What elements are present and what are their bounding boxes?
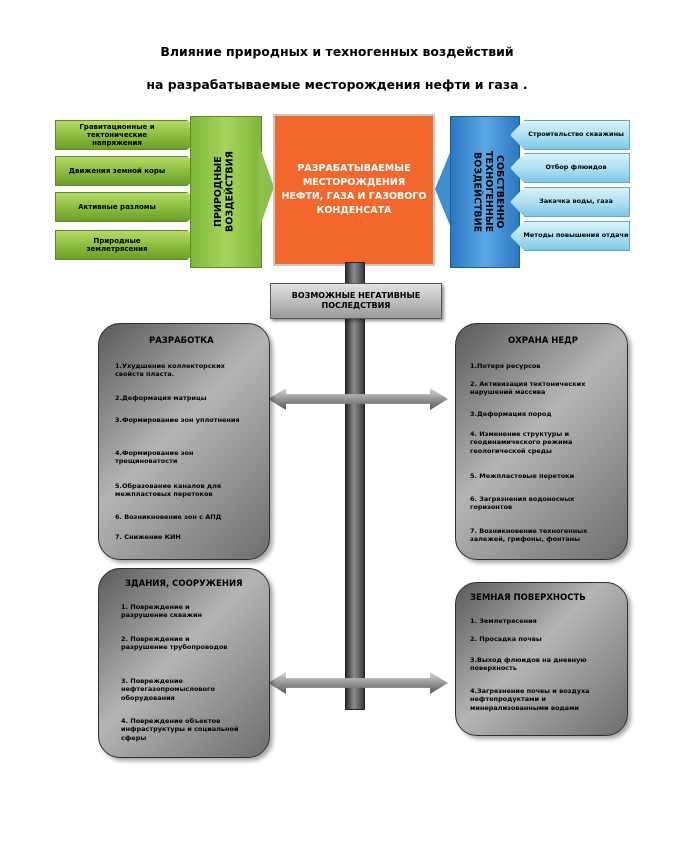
technogenic-label: СОБСТВЕННО ТЕХНОГЕННЫЕ ВОЗДЕЙСТВИЕ <box>471 151 506 233</box>
technogenic-item-3: Закачка воды, газа <box>510 187 630 217</box>
technogenic-to-center-arrow <box>435 150 451 228</box>
development-item-5: 5.Образование каналов для межпластовых п… <box>115 482 222 499</box>
subsoil-item-1: 1.Потеря ресурсов <box>470 362 541 370</box>
natural-factors-block: ПРИРОДНЫЕ ВОЗДЕЙСТВИЯ <box>190 116 262 268</box>
technogenic-item-1: Строительство скважины <box>510 120 630 150</box>
natural-item-4: Природные землетрясения <box>55 230 205 260</box>
center-fields-box: РАЗРАБАТЫВАЕМЫЕ МЕСТОРОЖДЕНИЯ НЕФТИ, ГАЗ… <box>273 114 435 266</box>
surface-item-3: 3.Выход флюидов на дневную поверхность <box>470 656 587 673</box>
buildings-item-4: 4. Повреждение объектов инфраструктуры и… <box>121 717 239 742</box>
buildings-item-3: 3. Повреждение нефтегазопромыслового обо… <box>121 677 215 702</box>
natural-item-3: Активные разломы <box>55 192 205 222</box>
technogenic-item-2: Отбор флюидов <box>510 153 630 183</box>
surface-item-1: 1. Землетрясения <box>470 617 537 625</box>
subsoil-item-2: 2. Активизация тектонических нарушений м… <box>470 380 586 397</box>
central-column <box>345 262 365 710</box>
development-item-4: 4.Формирование зон трещиноватости <box>115 449 194 466</box>
panel-surface-title: ЗЕМНАЯ ПОВЕРХНОСТЬ <box>470 593 586 603</box>
negative-consequences-box: ВОЗМОЖНЫЕ НЕГАТИВНЫЕ ПОСЛЕДСТВИЯ <box>270 283 442 319</box>
subsoil-item-6: 6. Загрязнения водоносных горизонтов <box>470 495 575 512</box>
panel-buildings: ЗДАНИЯ, СООРУЖЕНИЯ 1. Повреждение и разр… <box>98 568 270 758</box>
diagram-title-line1: Влияние природных и техногенных воздейст… <box>160 44 514 59</box>
buildings-item-1: 1. Повреждение и разрушение скважин <box>121 603 203 620</box>
development-item-1: 1.Ухудшение коллекторских свойств пласта… <box>115 362 225 379</box>
natural-item-1: Гравитационные и тектонические напряжени… <box>55 120 205 150</box>
development-item-2: 2.Деформация матрицы <box>115 394 207 402</box>
natural-item-2: Движения земной коры <box>55 156 205 186</box>
development-item-3: 3.Формирование зон уплотнения <box>115 416 240 424</box>
surface-item-2: 2. Просадка почвы <box>470 635 542 643</box>
panel-development: РАЗРАБОТКА 1.Ухудшение коллекторских сво… <box>98 323 270 560</box>
natural-to-center-arrow <box>258 142 274 232</box>
subsoil-item-4: 4. Изменение структуры и геодинамическог… <box>470 430 573 455</box>
panel-surface: ЗЕМНАЯ ПОВЕРХНОСТЬ 1. Землетрясения 2. П… <box>455 582 628 736</box>
surface-item-4: 4.Загрязнение почвы и воздуха нефтепроду… <box>470 687 590 712</box>
diagram-title-line2: на разрабатываемые месторождения нефти и… <box>146 77 528 92</box>
subsoil-item-5: 5. Межпластовые перетоки <box>470 472 575 480</box>
panel-subsoil-title: ОХРАНА НЕДР <box>508 336 578 346</box>
subsoil-item-3: 3.Деформация пород <box>470 410 552 418</box>
panel-subsoil: ОХРАНА НЕДР 1.Потеря ресурсов 2. Активиз… <box>455 323 628 560</box>
development-item-6: 6. Возникновение зон с АПД <box>115 513 222 521</box>
technogenic-item-4: Методы повышения отдачи <box>510 221 630 251</box>
technogenic-block: СОБСТВЕННО ТЕХНОГЕННЫЕ ВОЗДЕЙСТВИЕ <box>450 116 520 268</box>
natural-factors-label: ПРИРОДНЫЕ ВОЗДЕЙСТВИЯ <box>213 151 236 233</box>
subsoil-item-7: 7. Возникновение техногенных залежей, гр… <box>470 527 588 544</box>
panel-development-title: РАЗРАБОТКА <box>149 336 214 346</box>
buildings-item-2: 2. Повреждение и разрушение трубопроводо… <box>121 635 228 652</box>
development-item-7: 7. Снижение КИН <box>115 533 181 541</box>
panel-buildings-title: ЗДАНИЯ, СООРУЖЕНИЯ <box>125 579 243 589</box>
